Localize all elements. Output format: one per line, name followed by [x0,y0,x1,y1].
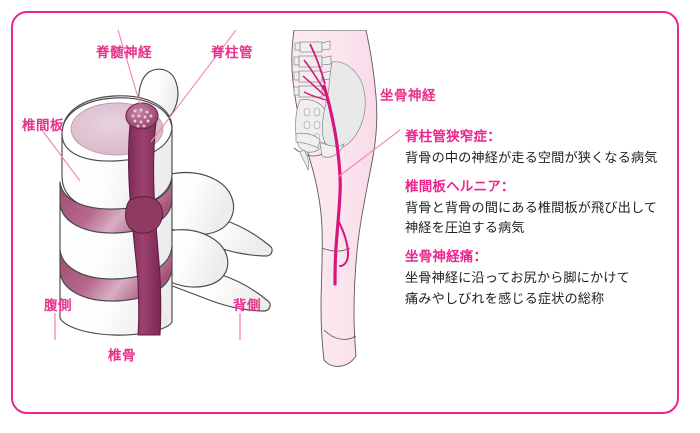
condition-item: 脊柱管狭窄症： 背骨の中の神経が走る空間が狭くなる病気 [405,127,677,168]
leader-spinal-canal [150,30,237,143]
vertebra-bracket [54,313,241,340]
leader-disc [41,129,81,182]
condition-title: 脊柱管狭窄症： [405,129,501,144]
label-dorsal-side: 背側 [233,298,261,313]
nerve-fascicle-dots [131,108,153,128]
label-intervertebral-disc: 椎間板 [22,118,64,133]
label-ventral-side: 腹側 [44,298,72,313]
condition-description-line: 坐骨神経に沿ってお尻から脚にかけて [405,270,630,286]
condition-title: 椎間板ヘルニア： [405,179,515,195]
lumbar-vertebrae [293,40,332,98]
leg-illustration [291,30,401,367]
pubis [295,132,321,149]
conditions-panel: 脊柱管狭窄症： 背骨の中の神経が走る空間が狭くなる病気 椎間板ヘルニア： 背骨と… [405,127,677,309]
condition-description-line: 背骨の中の神経が走る空間が狭くなる病気 [405,149,658,165]
vertebra-illustration [41,30,273,340]
spinal-cord-bulge [125,196,164,234]
condition-item: 坐骨神経痛： 坐骨神経に沿ってお尻から脚にかけて 痛みやしびれを感じる症状の総称 [405,247,677,308]
label-spinal-canal: 脊柱管 [211,45,253,60]
leader-sciatic-nerve [337,129,401,178]
condition-description-line: 神経を圧迫する病気 [405,220,525,236]
leader-lines [41,30,237,182]
condition-description-line: 背骨と背骨の間にある椎間板が飛び出して [405,199,658,215]
vertebra-drawing [59,68,273,336]
condition-title: 坐骨神経痛： [405,249,488,265]
label-sciatic-nerve: 坐骨神経 [380,88,436,103]
condition-item: 椎間板ヘルニア： 背骨と背骨の間にある椎間板が飛び出して 神経を圧迫する病気 [405,177,677,238]
condition-description-line: 痛みやしびれを感じる症状の総称 [405,290,605,306]
label-spinal-nerve: 脊髄神経 [96,45,152,60]
spinal-nerve-cross-section [125,102,159,130]
ischium [319,141,345,158]
leader-spinal-nerve [117,30,141,105]
ankle-crease [323,329,357,340]
coccyx [299,149,310,172]
label-vertebra: 椎骨 [108,348,136,363]
gluteal-crease [293,147,323,157]
sciatic-nerve-path [302,43,350,286]
